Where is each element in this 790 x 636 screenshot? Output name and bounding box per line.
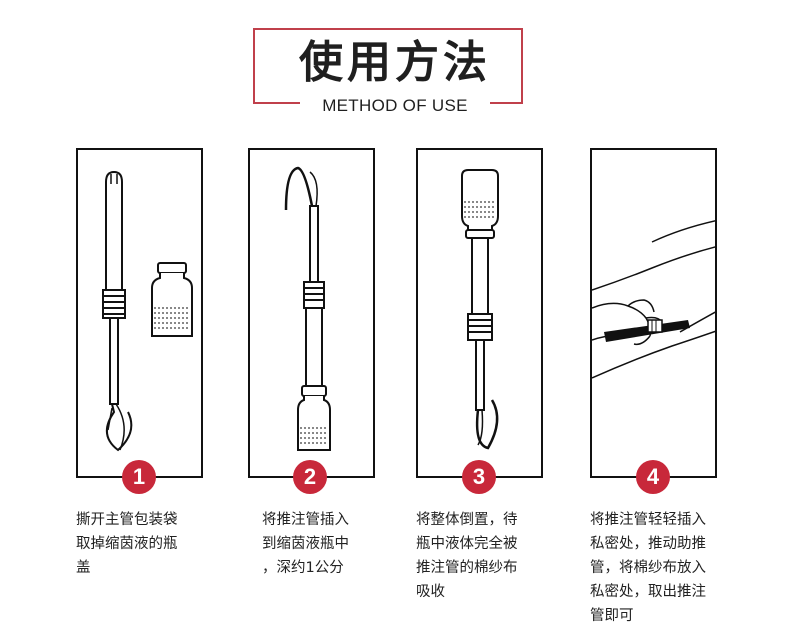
step-3-badge: 3 [462,460,496,494]
step-1-text: 撕开主管包装袋 取掉缩茵液的瓶 盖 [76,512,178,576]
step-3-text: 将整体倒置，待 瓶中液体完全被 推注管的棉纱布 吸收 [416,512,518,600]
step-3-illustration [416,148,543,478]
page-title: 使用方法 [299,37,491,88]
step-2-illustration [248,148,375,478]
step-4-illustration [590,148,717,478]
step-1-badge: 1 [122,460,156,494]
page-subtitle: METHOD OF USE [300,95,490,117]
step-2-text: 将推注管插入 到缩茵液瓶中 ，深约1公分 [262,512,349,576]
step-1-illustration [76,148,203,478]
step-4-text: 将推注管轻轻插入 私密处，推动助推 管，将棉纱布放入 私密处，取出推注 管即可 [590,512,706,624]
step-2-badge: 2 [293,460,327,494]
step-4-badge: 4 [636,460,670,494]
